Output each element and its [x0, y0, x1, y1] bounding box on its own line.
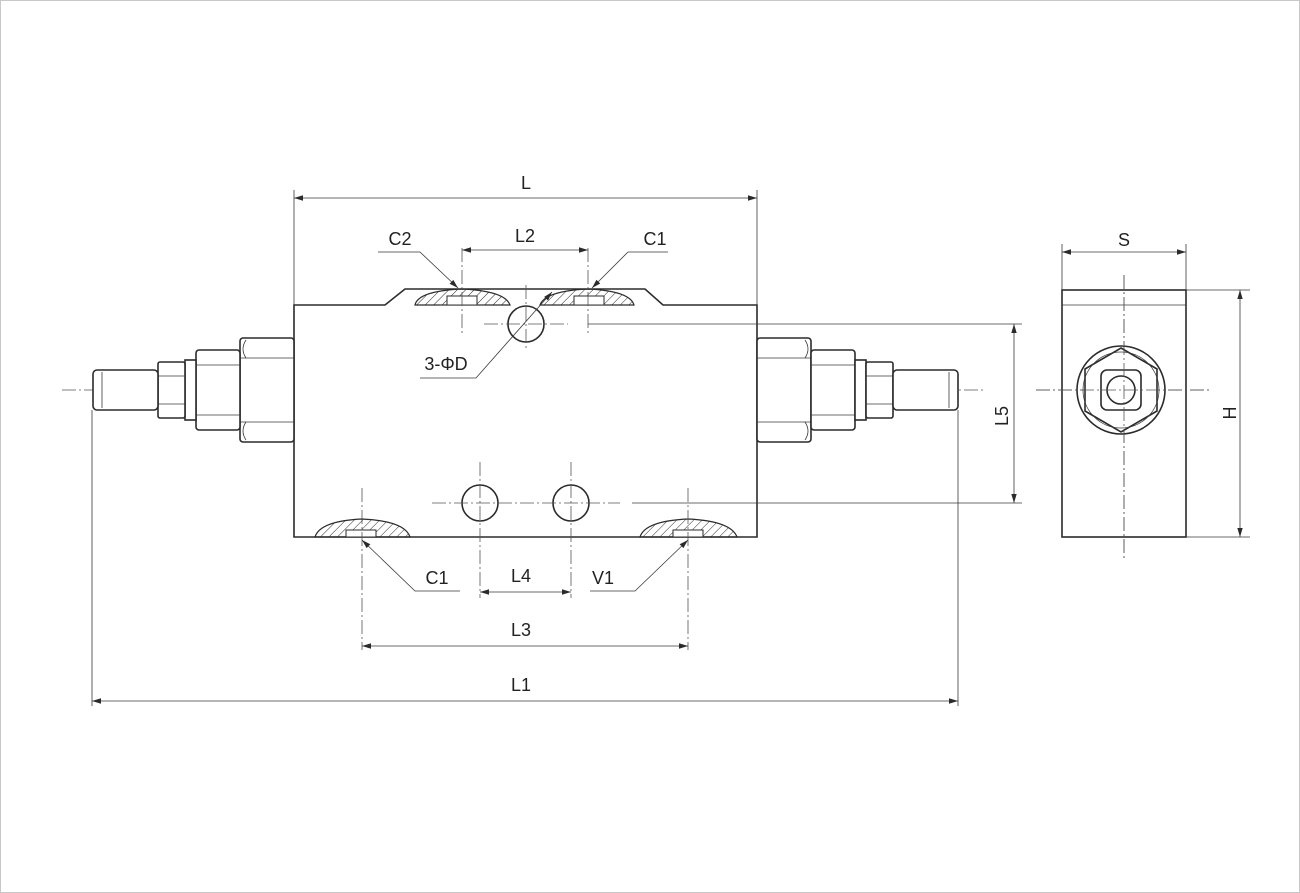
- label-S: S: [1118, 230, 1130, 250]
- right-cartridge: [756, 337, 959, 443]
- port-c1-bottom: [314, 518, 411, 538]
- valve-body: [293, 288, 758, 538]
- label-L4: L4: [511, 566, 531, 586]
- labels: L L2 C2 C1 3-ΦD C1 L4 V1 L3 L1 S L5 H: [388, 173, 1240, 695]
- label-C2-top: C2: [388, 229, 411, 249]
- front-view: [62, 248, 985, 650]
- label-C1-bottom: C1: [425, 568, 448, 588]
- left-cartridge: [92, 337, 295, 443]
- label-L: L: [521, 173, 531, 193]
- label-L5: L5: [992, 406, 1012, 426]
- side-view: [1036, 244, 1250, 560]
- dimensions-front: [91, 190, 1022, 706]
- label-L3: L3: [511, 620, 531, 640]
- label-V1-bottom: V1: [592, 568, 614, 588]
- label-C1-top: C1: [643, 229, 666, 249]
- label-holes: 3-ΦD: [424, 354, 467, 374]
- port-c1-top: [539, 288, 635, 306]
- label-L2: L2: [515, 226, 535, 246]
- label-H: H: [1220, 407, 1240, 420]
- label-L1: L1: [511, 675, 531, 695]
